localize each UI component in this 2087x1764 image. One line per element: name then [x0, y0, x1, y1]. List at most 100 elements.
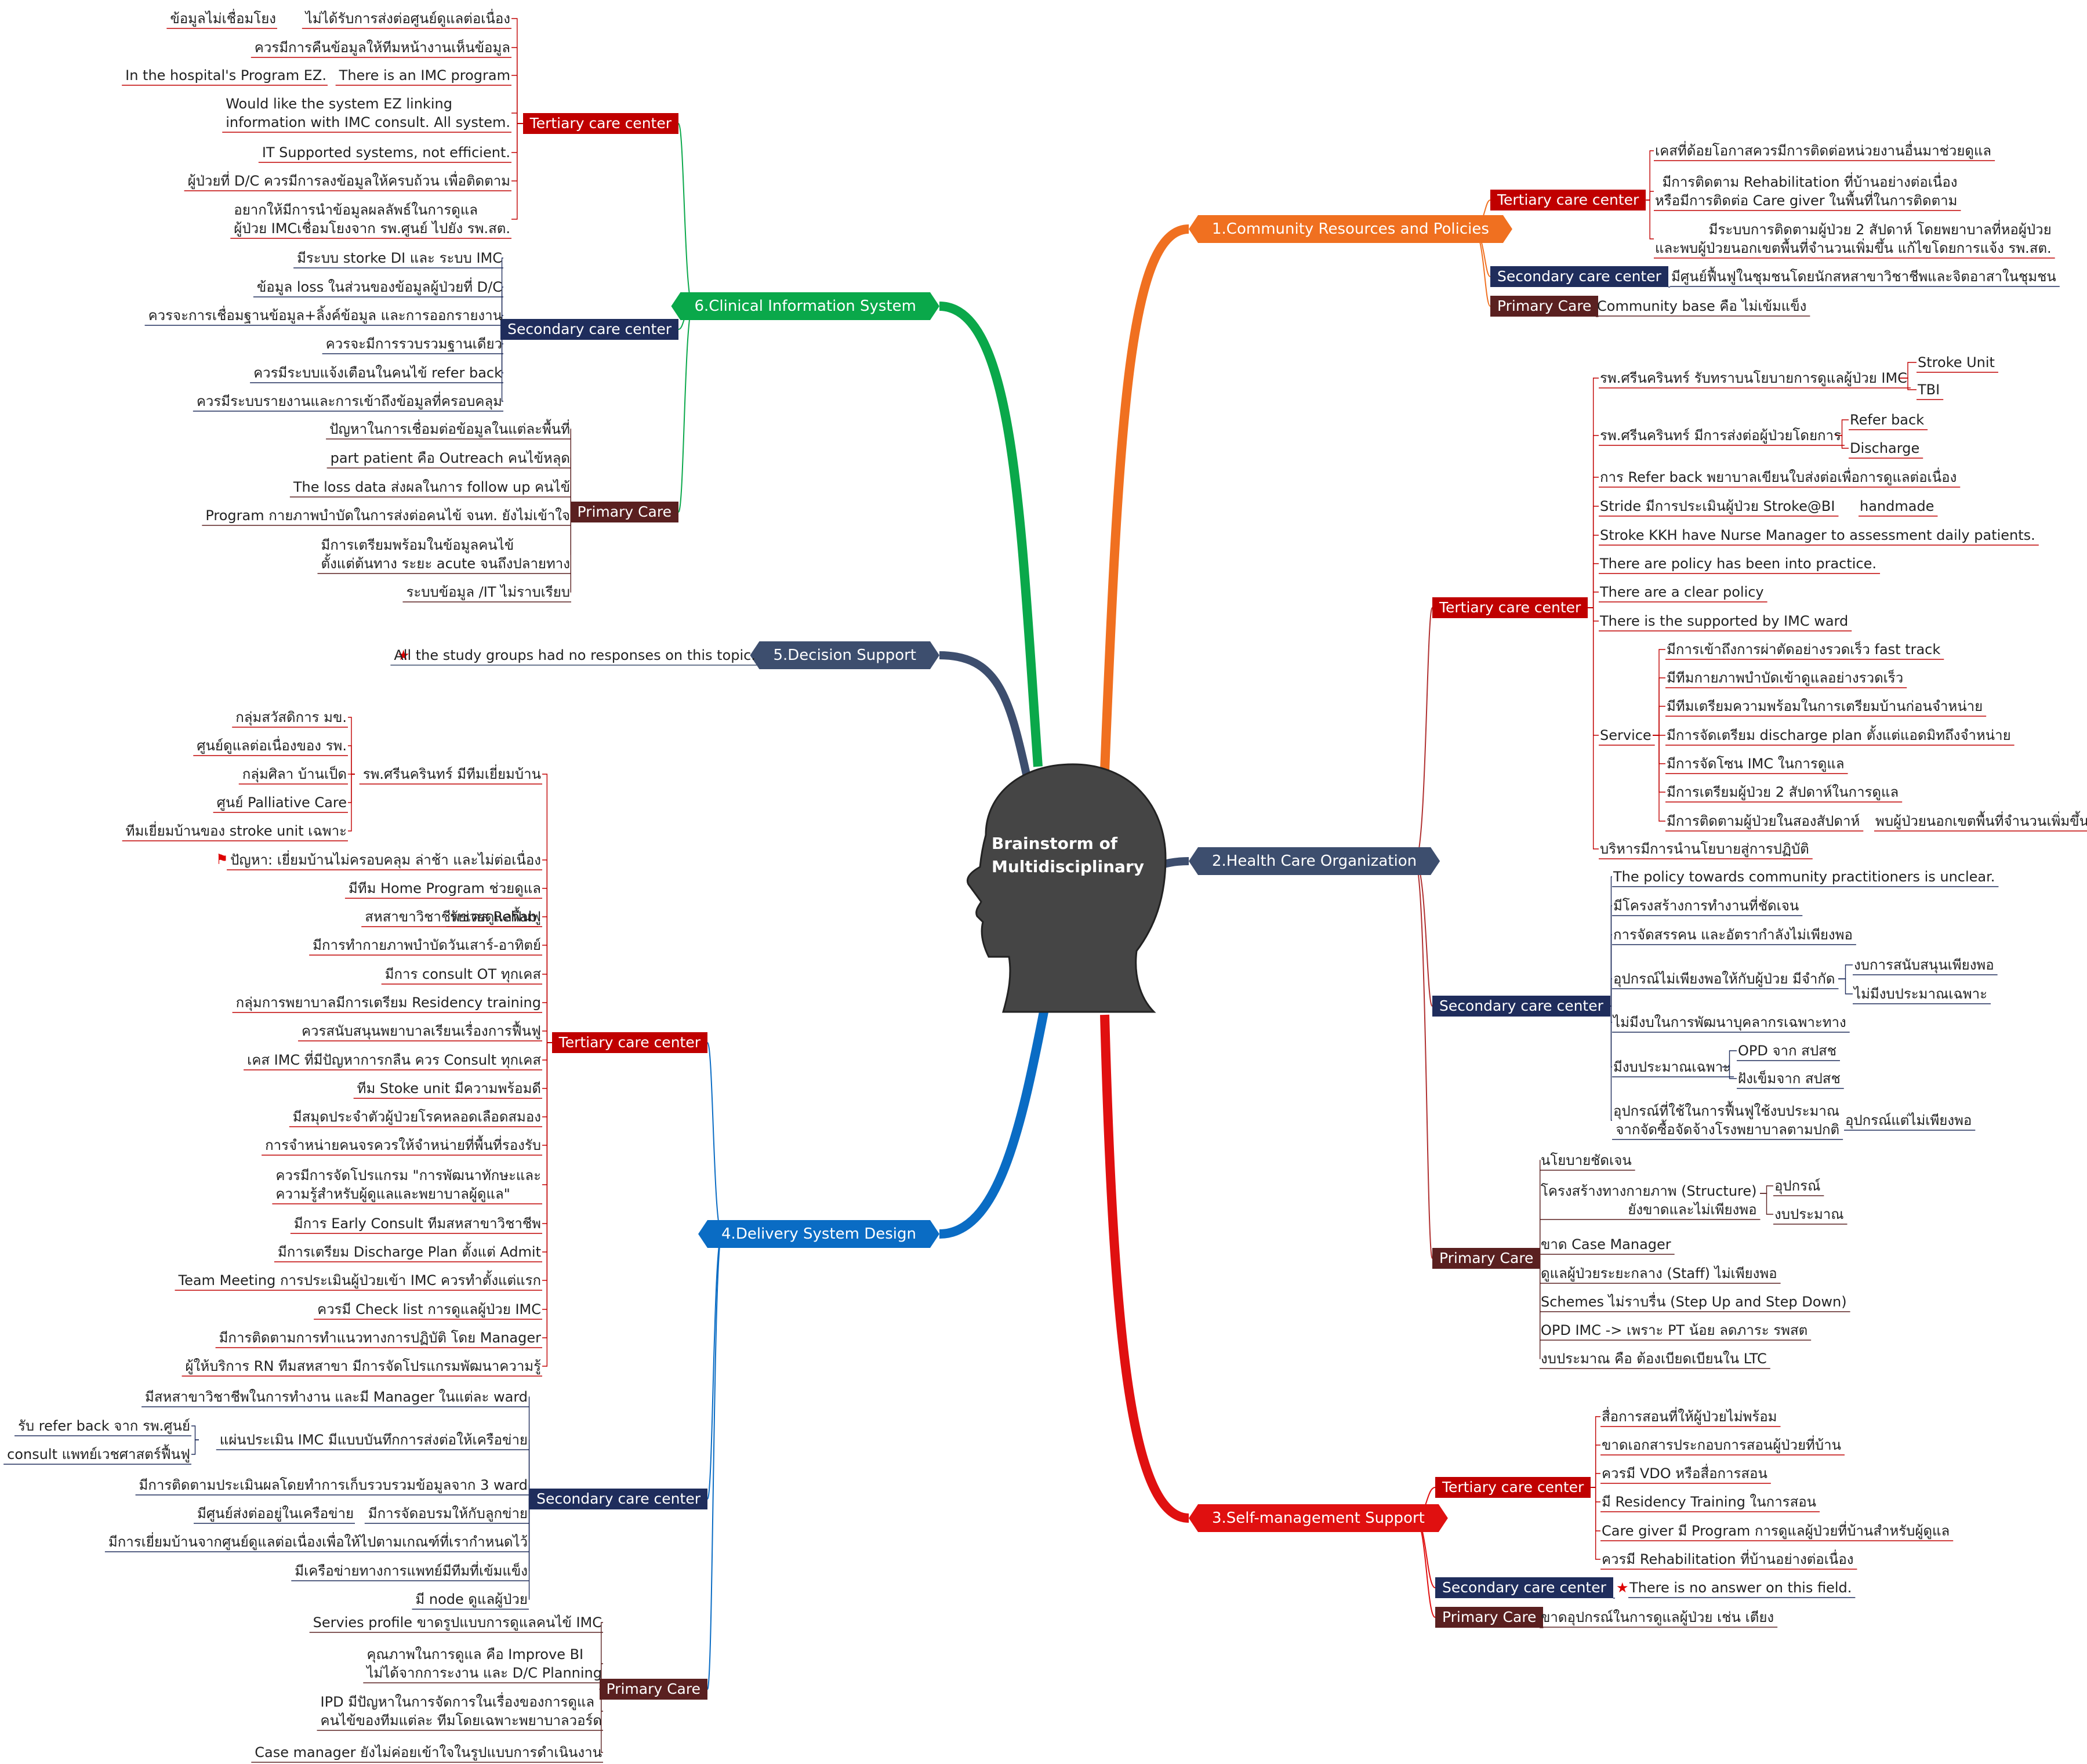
leaf-item: มีการทำกายภาพบำบัดวันเสาร์-อาทิตย์ [313, 937, 541, 953]
leaf-item: ปัญหาในการเชื่อมต่อข้อมูลในแต่ละพื้นที่ [329, 421, 570, 437]
leaf-item: ควรมีระบบแจ้งเตือนในคนไข้ refer back [253, 365, 502, 381]
leaf-item: ผู้ให้บริการ RN ทีมสหสาขา มีการจัดโปรแกร… [185, 1358, 541, 1374]
head-silhouette-icon [966, 763, 1167, 1013]
leaf-item: มีระบบการติดตามผู้ป่วย 2 สัปดาห์ โดยพยาบ… [1655, 222, 2052, 256]
leaf-item: มีการติดตามประเมินผลโดยทำการเก็บรวบรวมข้… [139, 1477, 528, 1493]
leaf-item: มีการเยี่ยมบ้านจากศูนย์ดูแลต่อเนื่องเพื่… [108, 1534, 528, 1550]
leaf-item: โครงสร้างทางกายภาพ (Structure)ยังขาดและไ… [1541, 1183, 1757, 1218]
leaf-connector [1588, 607, 1599, 850]
leaf-connector [1838, 978, 1853, 994]
leaf-item: มี node ดูแลผู้ป่วย [415, 1591, 528, 1607]
leaf-item: เคส IMC ที่มีปัญหาการกลืน ควร Consult ทุ… [247, 1052, 541, 1068]
leaf-item: OPD IMC -> เพราะ PT น้อย ลดภาระ รพสต [1541, 1322, 1808, 1338]
leaf-item: part patient คือ Outreach คนไข้หลุด [330, 450, 570, 466]
leaf-item: เคสที่ด้อยโอกาสควรมีการติดต่อหน่วยงานอื่… [1655, 143, 1992, 159]
leaf-item: อยากให้มีการนำข้อมูลผลลัพธ์ในการดูแลผู้ป… [234, 202, 510, 237]
branch-decision-support: 5.Decision Support [750, 641, 939, 669]
leaf-item: อุปกรณ์ที่ใช้ในการฟื้นฟูใช้งบประมาณจากจั… [1613, 1103, 1840, 1138]
leaf-item: Stride มีการประเมินผู้ป่วย Stroke@BI [1600, 498, 1835, 514]
leaf-item: มีศูนย์ส่งต่ออยู่ในเครือข่าย [197, 1505, 354, 1522]
branch-community-resources: 1.Community Resources and Policies [1189, 215, 1512, 243]
branch-curve-1 [1100, 224, 1189, 772]
leaf-item: Program กายภาพบำบัดในการส่งต่อคนไข้ จนท.… [205, 507, 570, 524]
leaf-item: มีการเข้าถึงการผ่าตัดอย่างรวดเร็ว fast t… [1667, 641, 1941, 658]
leaf-item: ข้อมูล loss ในส่วนของข้อมูลผู้ป่วยที่ D/… [256, 279, 502, 295]
leaf-item: มีสมุดประจำตัวผู้ป่วยโรคหลอดเลือดสมอง [292, 1109, 541, 1125]
leaf-item: There is an IMC program [339, 67, 510, 84]
leaf-item: consult แพทย์เวชศาสตร์ฟื้นฟู [7, 1446, 190, 1462]
leaf-item: Stroke Unit [1918, 354, 1995, 371]
leaf-item: ไม่มีงบประมาณเฉพาะ [1854, 986, 1987, 1002]
leaf-item: ศูนย์ Palliative Care [216, 794, 347, 811]
leaf-item: สหสาขาวิชาชีพช่วยดูแลฟื้นฟู [365, 909, 541, 925]
leaf-item: Case manager ยังไม่ค่อยเข้าใจในรูปแบบการ… [255, 1744, 602, 1761]
leaf-item: กลุ่มศิลา บ้านเป็ด [242, 766, 347, 782]
leaf-item: มีการจัดอบรมให้กับลูกข่าย [368, 1505, 528, 1522]
leaf-connector [511, 123, 523, 220]
leaf-item: รับเคส Rehab [449, 909, 537, 925]
leaf-item: Schemes ไม่ราบรื่น (Step Up and Step Dow… [1541, 1294, 1847, 1310]
sub-primary-care: Primary Care [1432, 1248, 1541, 1269]
leaf-item: ไม่มีงบในการพัฒนาบุคลากรเฉพาะทาง [1613, 1014, 1846, 1030]
leaf-item: ทีม Stoke unit มีความพร้อมดี [357, 1080, 541, 1097]
branch-curve-3 [1100, 1014, 1189, 1523]
leaf-item: รพ.ศรีนครินทร์ มีการส่งต่อผู้ป่วยโดยการ [1600, 427, 1841, 444]
leaf-item: งบประมาณ [1774, 1206, 1844, 1222]
leaf-item: มีโครงสร้างการทำงานที่ชัดเจน [1613, 898, 1799, 914]
leaf-item: มีการเตรียม Discharge Plan ตั้งแต่ Admit [277, 1244, 541, 1260]
leaf-item: การ Refer back พยาบาลเขียนใบส่งต่อเพื่อก… [1600, 469, 1957, 485]
leaf-item: The loss data ส่งผลในการ follow up คนไข้ [293, 479, 570, 495]
leaf-connector [1722, 1066, 1737, 1079]
leaf-item: มีการเตรียมพร้อมในข้อมูลคนไข้ตั้งแต่ต้นท… [321, 537, 571, 572]
branch-health-care-organization: 2.Health Care Organization [1189, 847, 1440, 875]
leaf-item: ไม่ได้รับการส่งต่อศูนย์ดูแลต่อเนื่อง [305, 10, 510, 27]
leaf-item: มีการ Early Consult ทีมสหสาขาวิชาชีพ [293, 1215, 541, 1232]
sub-secondary-care-center: Secondary care center [529, 1489, 707, 1509]
sub-connector [1414, 861, 1433, 1259]
flag-icon: ⚑ [216, 851, 228, 868]
leaf-item: มีการจัดเตรียม discharge plan ตั้งแต่แอด… [1667, 727, 2011, 743]
leaf-item: IPD มีปัญหาในการจัดการในเรื่องของการดูแล… [320, 1694, 602, 1729]
sub-connector [707, 1233, 723, 1690]
leaf-item: Discharge [1850, 440, 1920, 456]
sub-tertiary-care-center: Tertiary care center [551, 1032, 707, 1053]
leaf-connector [1591, 1487, 1600, 1560]
leaf-item: Refer back [1850, 412, 1925, 428]
leaf-item: ดูแลผู้ป่วยระยะกลาง (Staff) ไม่เพียงพอ [1541, 1265, 1777, 1282]
leaf-item: มีทีมกายภาพบำบัดเข้าดูแลอย่างรวดเร็ว [1667, 670, 1904, 686]
leaf-item: ฝังเข็มจาก สปสช [1738, 1070, 1841, 1087]
leaf-item: Stroke KKH have Nurse Manager to assessm… [1600, 527, 2035, 543]
leaf-item: งบการสนับสนุนเพียงพอ [1854, 957, 1994, 973]
leaf-item: There are a clear policy [1600, 584, 1764, 600]
star-icon: ★ [1616, 1580, 1629, 1596]
leaf-item: ขาดอุปกรณ์ในการดูแลผู้ป่วย เช่น เตียง [1541, 1609, 1774, 1625]
sub-tertiary-care-center: Tertiary care center [1490, 190, 1646, 210]
leaf-item: มีทีมเตรียมความพร้อมในการเตรียมบ้านก่อนจ… [1667, 698, 1983, 714]
leaf-item: ขาด Case Manager [1541, 1236, 1671, 1253]
central-topic-line2: Multidisciplinary [992, 857, 1145, 876]
leaf-item: พบผู้ป่วยนอกเขตพื้นที่จำนวนเพิ่มขึ้น [1875, 813, 2087, 829]
leaf-item: มีการเตรียมผู้ป่วย 2 สัปดาห์ในการดูแล [1667, 784, 1899, 800]
leaf-item: The policy towards community practitione… [1613, 869, 1995, 885]
leaf-item: Servies profile ขาดรูปแบบการดูแลคนไข้ IM… [313, 1614, 602, 1631]
sub-secondary-care-center: Secondary care center [1432, 996, 1610, 1017]
leaf-item: There is no answer on this field. [1629, 1580, 1852, 1596]
leaf-item: ควรจะมีการรวบรวมฐานเดียว [325, 336, 502, 352]
leaf-item: การจัดสรรคน และอัตรากำลังไม่เพียงพอ [1613, 927, 1853, 943]
leaf-item: แผ่นประเมิน IMC มีแบบบันทึกการส่งต่อให้เ… [219, 1432, 528, 1448]
leaf-item: กลุ่มสวัสดิการ มข. [235, 709, 347, 725]
sub-primary-care: Primary Care [1435, 1607, 1544, 1628]
leaf-connector [1646, 199, 1654, 239]
branch-curve-5 [939, 651, 1030, 775]
leaf-item: มีการ consult OT ทุกเคส [384, 966, 541, 982]
leaf-connector [1835, 435, 1849, 449]
branch-curve-4 [939, 1011, 1048, 1239]
leaf-item: อุปกรณ์แต่ไม่เพียงพอ [1845, 1112, 1972, 1128]
leaf-item: handmade [1860, 498, 1934, 514]
leaf-item: ควรสนับสนุนพยาบาลเรียนเรื่องการฟื้นฟู [301, 1023, 541, 1039]
leaf-item: ควรจะการเชื่อมฐานข้อมูล+ลิ้งค์ข้อมูล และ… [148, 307, 502, 324]
leaf-item: การจำหน่ายคนจรควรให้จำหน่ายที่พื้นที่รอง… [265, 1137, 541, 1153]
sub-primary-care: Primary Care [599, 1679, 707, 1700]
leaf-item: ศูนย์ดูแลต่อเนื่องของ รพ. [197, 738, 347, 754]
